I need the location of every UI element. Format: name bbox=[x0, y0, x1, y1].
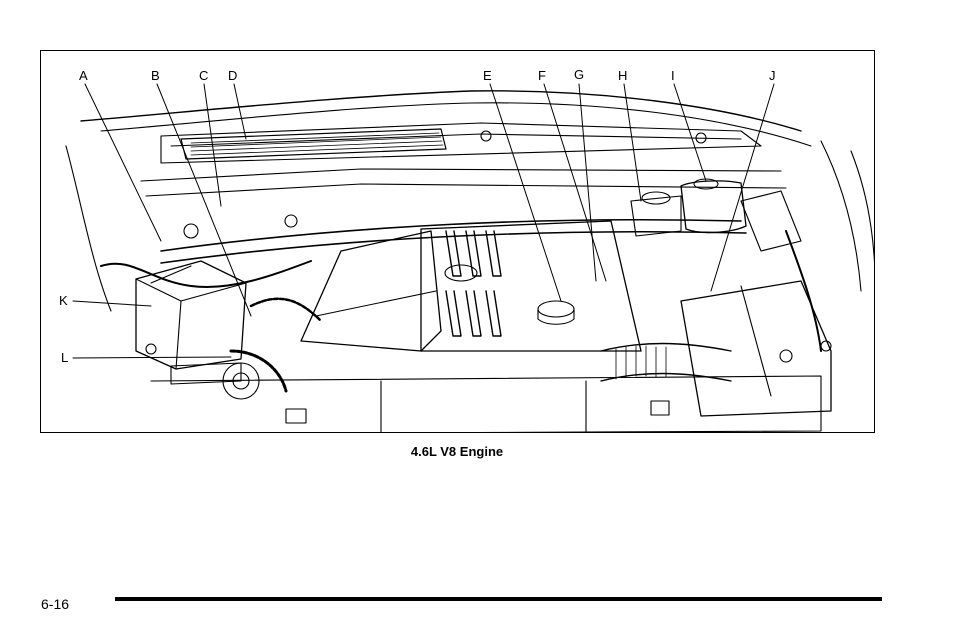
engine-illustration-frame: A B C D E F G H I J K L bbox=[40, 50, 875, 433]
callout-i: I bbox=[671, 69, 675, 82]
callout-c: C bbox=[199, 69, 208, 82]
callout-d: D bbox=[228, 69, 237, 82]
engine-compartment-drawing bbox=[41, 51, 875, 433]
callout-h: H bbox=[618, 69, 627, 82]
callout-a: A bbox=[79, 69, 88, 82]
figure-caption: 4.6L V8 Engine bbox=[0, 444, 914, 459]
footer-rule bbox=[115, 597, 882, 601]
callout-g: G bbox=[574, 68, 584, 81]
callout-f: F bbox=[538, 69, 546, 82]
page-number: 6-16 bbox=[41, 596, 69, 612]
callout-j: J bbox=[769, 69, 776, 82]
callout-b: B bbox=[151, 69, 160, 82]
callout-e: E bbox=[483, 69, 492, 82]
callout-l: L bbox=[61, 351, 68, 364]
callout-k: K bbox=[59, 294, 68, 307]
